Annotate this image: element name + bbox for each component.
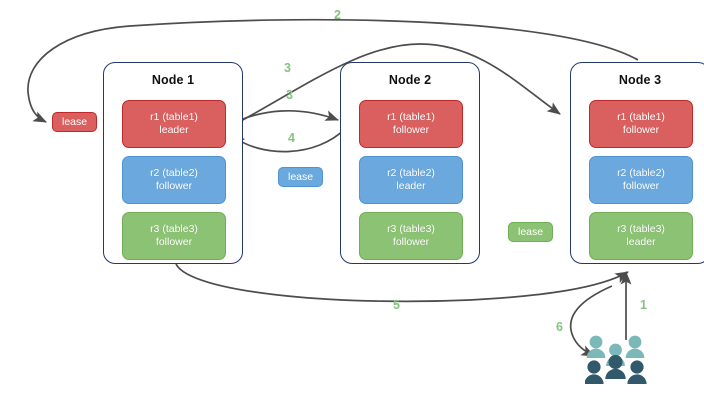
replica-role: leader [159, 124, 189, 136]
replica-r3[interactable]: r3 (table3) leader [589, 212, 693, 260]
step-label-6: 6 [556, 320, 563, 334]
replica-name: r2 (table2) [387, 166, 435, 179]
step-label-3-lower: 3 [286, 88, 293, 102]
replica-role: follower [392, 236, 430, 248]
replica-name: r2 (table2) [150, 166, 198, 179]
node-card-2[interactable]: Node 2 r1 (table1) follower r2 (table2) … [340, 62, 480, 264]
step-label-3-upper: 3 [284, 61, 291, 75]
replica-r1[interactable]: r1 (table1) leader [122, 100, 226, 148]
replica-name: r2 (table2) [617, 166, 665, 179]
step-label-5: 5 [393, 298, 400, 312]
replica-name: r1 (table1) [387, 110, 435, 123]
arrow-5 [175, 263, 629, 303]
arrow-3-to-node2 [226, 109, 339, 127]
lease-chip-red[interactable]: lease [52, 112, 98, 132]
people-group-icon [585, 335, 647, 384]
lease-chip-blue[interactable]: lease [278, 167, 324, 187]
arrow-3-to-node3 [227, 43, 561, 129]
lease-chip-green[interactable]: lease [508, 222, 554, 242]
replica-role: follower [392, 124, 430, 136]
node-title: Node 2 [388, 73, 432, 87]
replica-r2[interactable]: r2 (table2) follower [589, 156, 693, 204]
node-title: Node 1 [151, 73, 195, 87]
replica-r3[interactable]: r3 (table3) follower [359, 212, 463, 260]
replica-role: leader [396, 180, 426, 192]
replica-name: r3 (table3) [150, 222, 198, 235]
arrow-2 [27, 18, 639, 123]
replica-r2[interactable]: r2 (table2) follower [122, 156, 226, 204]
replica-role: follower [622, 124, 660, 136]
node-card-3[interactable]: Node 3 r1 (table1) follower r2 (table2) … [570, 62, 704, 264]
step-label-1: 1 [640, 298, 647, 312]
replica-role: follower [622, 180, 660, 192]
replica-role: follower [155, 180, 193, 192]
replica-name: r3 (table3) [617, 222, 665, 235]
replica-r2[interactable]: r2 (table2) leader [359, 156, 463, 204]
replica-name: r1 (table1) [150, 110, 198, 123]
replica-r3[interactable]: r3 (table3) follower [122, 212, 226, 260]
replica-r1[interactable]: r1 (table1) follower [589, 100, 693, 148]
node-card-1[interactable]: Node 1 r1 (table1) leader r2 (table2) fo… [103, 62, 243, 264]
node-title: Node 3 [618, 73, 662, 87]
arrow-6 [569, 285, 613, 357]
replica-name: r1 (table1) [617, 110, 665, 123]
replica-r1[interactable]: r1 (table1) follower [359, 100, 463, 148]
replica-role: follower [155, 236, 193, 248]
step-label-2: 2 [334, 8, 341, 22]
replica-name: r3 (table3) [387, 222, 435, 235]
replica-role: leader [626, 236, 656, 248]
step-label-4: 4 [288, 131, 295, 145]
